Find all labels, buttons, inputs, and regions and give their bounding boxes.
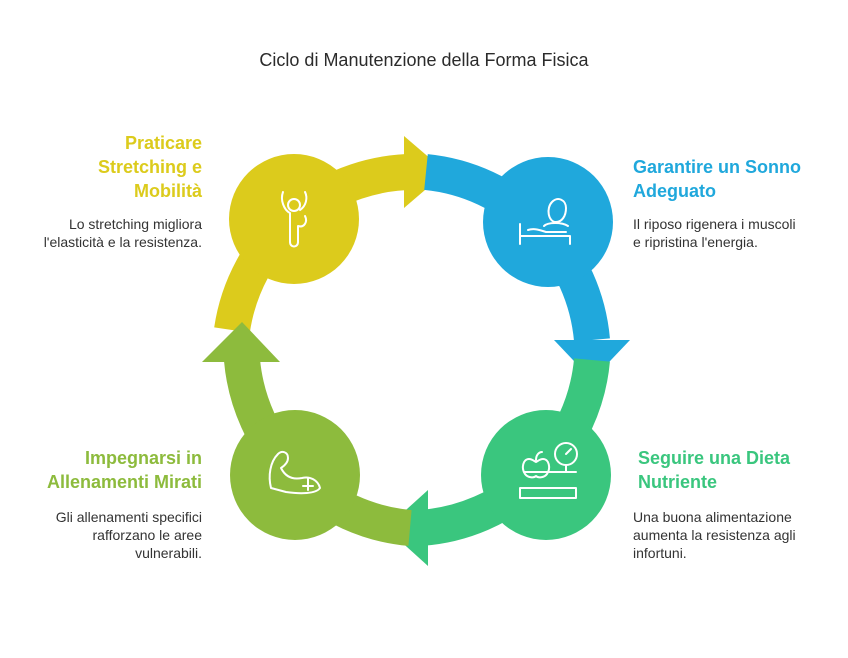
- arrow-stretch-to-sleep: [404, 136, 446, 208]
- apple-scale-icon: [519, 442, 578, 499]
- step-sleep-heading: Garantire un Sonno Adeguato: [633, 157, 802, 201]
- circle-training: [230, 410, 360, 540]
- circle-sleep: [483, 157, 613, 287]
- diagram-title: Ciclo di Manutenzione della Forma Fisica: [259, 50, 589, 70]
- step-stretch-heading: Praticare Stretching e Mobilità: [97, 133, 202, 201]
- arrow-training-to-stretch: [202, 322, 280, 362]
- step-stretch-description: Lo stretching migliora l'elasticità e la…: [43, 216, 202, 250]
- step-training-description: Gli allenamenti specifici rafforzano le …: [55, 509, 202, 561]
- sleeping-person-icon: [519, 198, 571, 245]
- step-sleep-description: Il riposo rigenera i muscoli e ripristin…: [633, 216, 796, 250]
- stretching-figure-icon: [280, 191, 308, 248]
- step-training-heading: Impegnarsi in Allenamenti Mirati: [46, 448, 202, 492]
- step-diet-description: Una buona alimentazione aumenta la resis…: [633, 509, 796, 561]
- flexed-arm-icon: [268, 450, 321, 495]
- circle-stretch: [229, 154, 359, 284]
- step-diet-heading: Seguire una Dieta Nutriente: [638, 448, 791, 492]
